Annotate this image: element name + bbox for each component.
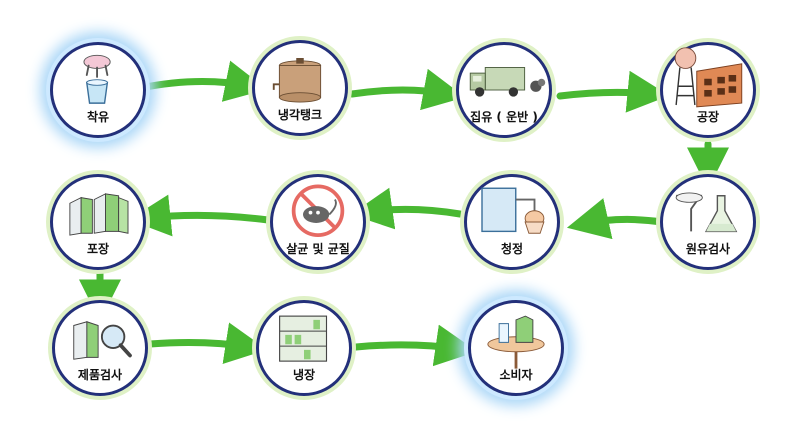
step-label: 착유 xyxy=(86,110,110,124)
magnifier-carton-icon xyxy=(73,321,132,360)
step-refrigeration: 냉장 xyxy=(256,300,352,396)
collection-truck-icon xyxy=(469,67,546,97)
step-collection: 집유 ( 운반 ) xyxy=(456,42,552,138)
step-label: 포장 xyxy=(86,242,110,256)
step-label: 집유 ( 운반 ) xyxy=(470,110,538,124)
step-label: 냉장 xyxy=(292,368,316,382)
consumer-table-icon xyxy=(487,315,545,369)
milk-cartons-icon xyxy=(69,193,129,236)
clarifier-icon xyxy=(481,187,545,234)
step-label: 청정 xyxy=(500,242,524,256)
step-label: 제품검사 xyxy=(77,368,123,382)
arrow-9-to-10 xyxy=(146,322,268,364)
step-label: 냉각탱크 xyxy=(277,108,323,122)
arrow-1-to-2 xyxy=(136,60,268,102)
step-label: 공장 xyxy=(696,110,720,124)
arrow-2-to-3 xyxy=(348,68,466,111)
factory-icon xyxy=(674,47,743,108)
step-cooling-tank: 냉각탱크 xyxy=(252,40,348,136)
arrow-7-to-8 xyxy=(128,194,272,237)
milking-icon xyxy=(83,54,111,104)
step-label: 살균 및 균질 xyxy=(286,242,350,256)
step-raw-milk-test: 원유검사 xyxy=(660,174,756,270)
step-consumer: 소비자 xyxy=(468,300,564,396)
lab-flask-icon xyxy=(675,192,738,233)
step-clarification: 청정 xyxy=(464,174,560,270)
arrow-3-to-4 xyxy=(556,70,670,113)
cooling-tank-icon xyxy=(272,58,322,103)
no-bacteria-icon xyxy=(291,184,345,237)
step-packaging: 포장 xyxy=(50,174,146,270)
step-pasteurization: 살균 및 균질 xyxy=(270,174,366,270)
step-milking: 착유 xyxy=(50,42,146,138)
step-factory: 공장 xyxy=(660,42,756,138)
arrow-5-to-6 xyxy=(566,198,666,240)
step-label: 원유검사 xyxy=(685,242,731,256)
arrow-10-to-11 xyxy=(352,324,478,367)
step-label: 소비자 xyxy=(499,368,533,382)
step-product-inspection: 제품검사 xyxy=(52,300,148,396)
fridge-icon xyxy=(279,315,328,362)
arrow-6-to-7 xyxy=(350,187,464,230)
